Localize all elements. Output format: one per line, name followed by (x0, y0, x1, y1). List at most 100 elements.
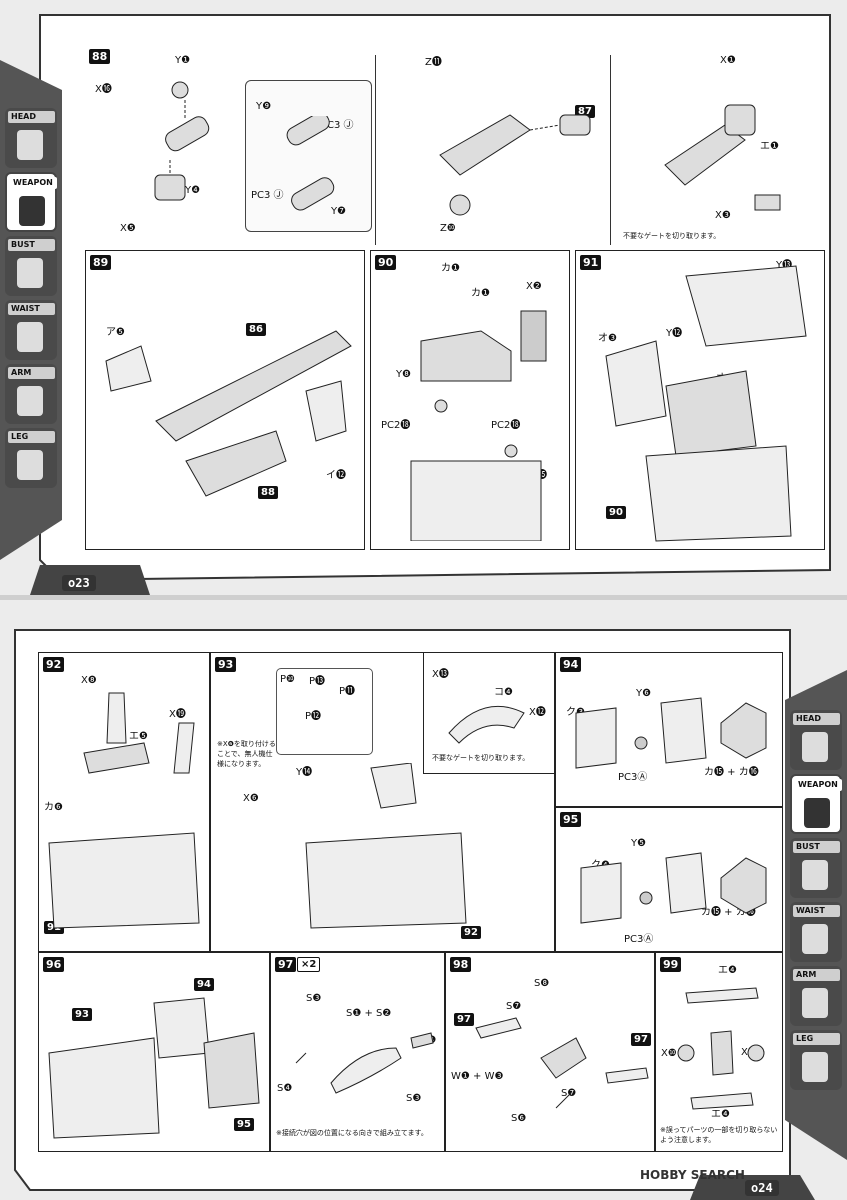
step-ref: 86 (246, 323, 266, 336)
part-label: ア❺ (106, 327, 125, 338)
step-ref: 97 (454, 1013, 474, 1026)
step-91: 91 Y⓭ オ❸ Y⓬ オ❷ 90 (575, 250, 825, 550)
part-label: Y❺ (631, 838, 647, 849)
part-label: X❺ (120, 223, 136, 234)
part-label: カ⓯ + カ⓰ (704, 767, 759, 778)
part-label: Y⓭ (776, 260, 793, 271)
page-number: o23 (62, 575, 96, 591)
step-94: 94 ク❸ Y❻ PC3Ⓐ カ⓯ + カ⓰ (555, 652, 783, 807)
part-label: エ❹ (718, 965, 737, 976)
step-97: 97 ×2 S❸ S❶ + S❷ S❹ S❹ S❸ ※接続穴が図の位置になる向き… (270, 952, 445, 1152)
step-99: 99 エ❹ X❿ X⓫ エ❹ ※誤ってパーツの一部を切り取らないよう注意します。 (655, 952, 783, 1152)
part-drawing (48, 692, 200, 929)
step-ref: 93 (72, 1008, 92, 1021)
tab-weapon[interactable]: WEAPON (5, 172, 57, 232)
part-label: エ❹ (711, 1109, 730, 1120)
tab-leg[interactable]: LEG (5, 428, 57, 488)
tab-bust[interactable]: BUST (790, 838, 842, 898)
part-label: Z❿ (440, 223, 456, 234)
step-93-b: X⓭ コ❹ X⓬ 不要なゲートを切り取ります。 (423, 653, 554, 774)
part-label: Y❶ (175, 55, 191, 66)
weapon-icon (19, 196, 45, 226)
part-label: X⓰ (95, 84, 112, 95)
part-drawing (154, 81, 210, 201)
step-ref: 92 (461, 926, 481, 939)
step-number: 99 (660, 957, 682, 972)
part-label: PC2⓲ (381, 420, 411, 431)
part-label: W❶ + W❸ (451, 1071, 504, 1082)
step-number: 91 (580, 255, 602, 270)
quantity-badge: ×2 (297, 957, 321, 972)
step-89: 89 ア❺ 86 イ⓬ 88 (85, 250, 365, 550)
part-label: S❸ (306, 993, 322, 1004)
part-label: エ❶ (760, 141, 779, 152)
step-ref: 88 (258, 486, 278, 499)
part-label: カ⓯ + カ⓰ (701, 907, 756, 918)
part-label: エ❺ (129, 731, 148, 742)
part-label: X❷ (526, 281, 542, 292)
step-number: 88 (89, 49, 111, 64)
part-drawing (295, 1032, 434, 1094)
tab-bust[interactable]: BUST (5, 236, 57, 296)
tab-head[interactable]: HEAD (5, 108, 57, 168)
step-95: 95 ク❹ Y❺ PC3Ⓐ カ⓯ + カ⓰ (555, 807, 783, 952)
step-88-b: Z⓫ 87 Z❿ (380, 45, 610, 245)
part-drawing (48, 997, 260, 1139)
part-label: X❿ (661, 1048, 677, 1059)
step-96: 96 93 94 95 (38, 952, 270, 1152)
part-label: PC3Ⓐ (618, 772, 648, 783)
part-label: X❸ (715, 210, 731, 221)
step-ref: 95 (234, 1118, 254, 1131)
part-label: PC3Ⓐ (624, 934, 654, 945)
step-number: 97 (275, 957, 297, 972)
tab-weapon[interactable]: WEAPON (790, 774, 842, 834)
part-label: S❸ (406, 1093, 422, 1104)
instruction-note: 不要なゲートを切り取ります。 (623, 232, 721, 240)
bust-icon (17, 258, 43, 288)
head-icon (17, 130, 43, 160)
tab-head[interactable]: HEAD (790, 710, 842, 770)
part-drawing (580, 852, 767, 924)
tab-arm[interactable]: ARM (5, 364, 57, 424)
inset-detail: P❿ P⓭ P⓫ P⓬ (276, 668, 373, 755)
leg-icon (802, 1052, 828, 1082)
instruction-note: ※X❻を取り付けることで、無人機仕様になります。 (217, 740, 276, 768)
part-label: オ❸ (598, 333, 617, 344)
part-label: X❻ (243, 793, 259, 804)
part-label: Y⓮ (296, 767, 313, 778)
step-92: 92 X❽ X⓳ エ❺ カ❻ 91 (38, 652, 210, 952)
step-number: 90 (375, 255, 397, 270)
part-label: コ❹ (494, 687, 513, 698)
waist-icon (17, 322, 43, 352)
page-number: o24 (745, 1180, 779, 1196)
step-number: 96 (43, 957, 65, 972)
step-90: 90 カ❶ カ❶ X❷ Y❽ PC2⓲ PC2⓲ Y⓯ (370, 250, 570, 550)
part-label: カ❶ (441, 263, 460, 274)
part-drawing (677, 987, 765, 1110)
part-label: カ❻ (44, 802, 63, 813)
part-label: Y❻ (636, 688, 652, 699)
divider (610, 55, 611, 245)
tab-arm[interactable]: ARM (790, 966, 842, 1026)
part-label: S❶ + S❷ (346, 1008, 392, 1019)
part-label: X❶ (720, 55, 736, 66)
part-label: S❻ (511, 1113, 527, 1124)
part-label: Y⓬ (666, 328, 683, 339)
arm-icon (17, 386, 43, 416)
tab-waist[interactable]: WAIST (5, 300, 57, 360)
step-number: 89 (90, 255, 112, 270)
part-label: Y❹ (185, 185, 201, 196)
tab-leg[interactable]: LEG (790, 1030, 842, 1090)
step-ref: 94 (194, 978, 214, 991)
part-label: X⓭ (432, 669, 449, 680)
instruction-note: 不要なゲートを切り取ります。 (432, 754, 530, 762)
part-drawing (664, 104, 781, 211)
bust-icon (802, 860, 828, 890)
page-gutter (0, 595, 847, 600)
step-ref: 97 (631, 1033, 651, 1046)
leg-icon (17, 450, 43, 480)
tab-waist[interactable]: WAIST (790, 902, 842, 962)
part-label: S❽ (534, 978, 550, 989)
step-88: 88 Y❶ X⓰ Y❹ X❺ Y❾ PC3 Ⓙ PC3 Ⓙ Y❼ (85, 45, 375, 245)
part-label: PC2⓲ (491, 420, 521, 431)
